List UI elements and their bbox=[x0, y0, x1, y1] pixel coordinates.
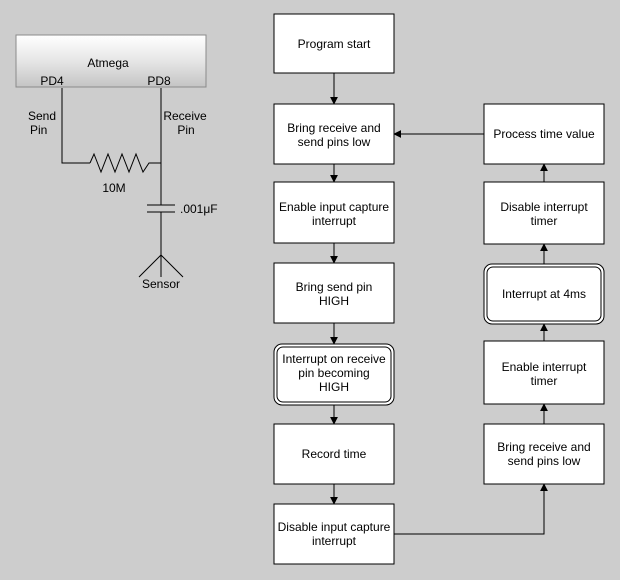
resistor-symbol bbox=[89, 152, 161, 174]
flow-box-program-start: Program start bbox=[273, 13, 395, 74]
sensor-label: Sensor bbox=[142, 277, 180, 291]
flow-box-label: Enable input capture bbox=[279, 200, 389, 214]
send-pin-wire bbox=[61, 88, 90, 164]
flow-box-label: Enable interrupt bbox=[502, 360, 587, 374]
flow-box-label: Bring send pin bbox=[296, 280, 373, 294]
flow-box-label: HIGH bbox=[319, 294, 349, 308]
flow-box-label: HIGH bbox=[319, 380, 349, 394]
flow-box-label: timer bbox=[531, 214, 558, 228]
flow-box-label: timer bbox=[531, 374, 558, 388]
send-pin-label-line1: Send bbox=[28, 109, 56, 123]
flow-box-interrupt-receive-high: Interrupt on receive pin becoming HIGH bbox=[273, 343, 395, 406]
flow-box-label: Interrupt on receive bbox=[282, 352, 386, 366]
flow-box-bring-pins-low-2: Bring receive and send pins low bbox=[483, 423, 605, 485]
flow-box-label: Record time bbox=[302, 447, 367, 461]
flow-box-label: send pins low bbox=[298, 135, 371, 149]
flow-box-disable-input-capture: Disable input capture interrupt bbox=[273, 503, 395, 565]
flow-box-enable-timer: Enable interrupt timer bbox=[483, 340, 605, 405]
capacitor-label: .001μF bbox=[180, 202, 218, 216]
flow-left-column: Program start Bring receive and send pin… bbox=[273, 13, 395, 565]
flow-box-label: interrupt bbox=[312, 534, 357, 548]
flow-box-enable-input-capture: Enable input capture interrupt bbox=[273, 181, 395, 244]
pin-label-pd8: PD8 bbox=[147, 74, 171, 88]
flowchart-connectors bbox=[330, 73, 548, 535]
flow-box-label: Program start bbox=[298, 37, 371, 51]
circuit-schematic: Atmega PD4 PD8 Send Pin 10M Receive Pin … bbox=[15, 34, 218, 291]
flow-right-column: Process time value Disable interrupt tim… bbox=[483, 103, 605, 485]
sensor-antenna-icon bbox=[138, 254, 184, 278]
pin-label-pd4: PD4 bbox=[40, 74, 64, 88]
flow-box-label: send pins low bbox=[508, 454, 581, 468]
flow-box-label: interrupt bbox=[312, 214, 357, 228]
flow-box-label: Disable input capture bbox=[278, 520, 391, 534]
arrow-cross-to-right bbox=[394, 483, 548, 535]
flow-box-bring-pins-low: Bring receive and send pins low bbox=[273, 103, 395, 165]
atmega-chip bbox=[15, 34, 207, 88]
flow-box-disable-timer: Disable interrupt timer bbox=[483, 181, 605, 245]
flow-box-bring-send-high: Bring send pin HIGH bbox=[273, 262, 395, 324]
chip-label: Atmega bbox=[87, 56, 129, 70]
flow-box-label: Bring receive and bbox=[287, 121, 380, 135]
resistor-label: 10M bbox=[102, 181, 125, 195]
flow-box-record-time: Record time bbox=[273, 423, 395, 485]
receive-pin-label-line1: Receive bbox=[163, 109, 207, 123]
flow-box-interrupt-4ms: Interrupt at 4ms bbox=[483, 263, 605, 325]
flow-box-process-time: Process time value bbox=[483, 103, 605, 165]
flow-box-label: Bring receive and bbox=[497, 440, 590, 454]
flow-box-label: Process time value bbox=[493, 127, 595, 141]
flow-box-label: Interrupt at 4ms bbox=[502, 287, 586, 301]
flow-box-label: Disable interrupt bbox=[500, 200, 588, 214]
receive-pin-label-line2: Pin bbox=[177, 123, 194, 137]
send-pin-label-line2: Pin bbox=[30, 123, 47, 137]
flow-box-label: pin becoming bbox=[298, 366, 369, 380]
